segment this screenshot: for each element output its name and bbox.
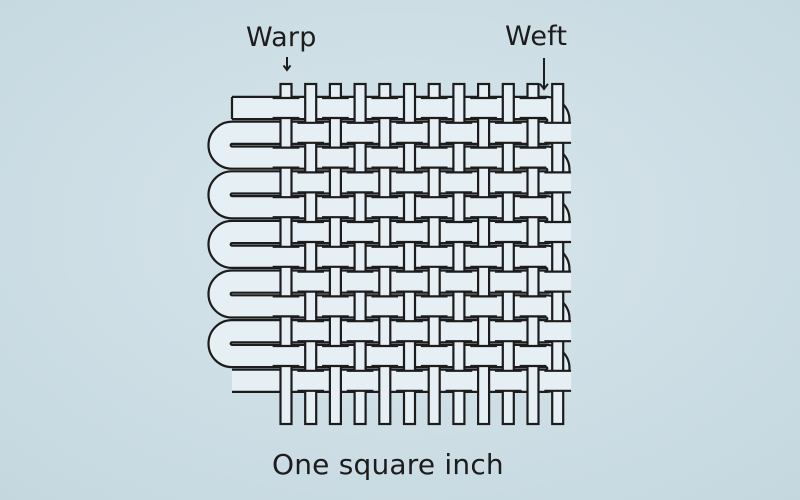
weft-over-segment bbox=[445, 271, 473, 292]
label-arrows bbox=[282, 57, 549, 91]
weft-over-segment bbox=[420, 346, 448, 366]
weft-over-segment bbox=[470, 197, 497, 218]
weft-over-segment bbox=[445, 370, 473, 391]
weft-over-segment bbox=[346, 222, 374, 242]
weft-over-segment bbox=[445, 222, 473, 242]
weft-over-segment bbox=[544, 122, 572, 143]
weft-over-segment bbox=[544, 172, 572, 193]
weft-over-segment bbox=[297, 271, 325, 292]
weft-over-segment bbox=[371, 147, 399, 168]
weft-over-segment bbox=[396, 370, 423, 391]
weft-over-segment bbox=[420, 147, 448, 168]
weft-over-segment bbox=[272, 147, 300, 168]
weft-over-segment bbox=[519, 296, 547, 317]
weft-over-segment bbox=[322, 98, 349, 118]
weft-thread bbox=[209, 98, 569, 391]
weft-over-segment bbox=[420, 296, 448, 317]
warp-thread bbox=[402, 82, 417, 426]
weft-over-segment bbox=[297, 122, 325, 143]
weft-over-segment bbox=[272, 346, 300, 366]
weft-over-segment bbox=[297, 321, 325, 342]
weft-over-segment bbox=[494, 222, 522, 242]
warp-label: Warp bbox=[246, 22, 317, 53]
weft-over-segment bbox=[322, 147, 349, 168]
weft-over-segment bbox=[371, 296, 399, 317]
weft-over-segment bbox=[519, 246, 547, 267]
weft-over-segment bbox=[272, 246, 300, 267]
weft-over-segment bbox=[346, 321, 374, 342]
weft-over-segment bbox=[470, 246, 497, 267]
weft-over-segment bbox=[494, 321, 522, 342]
weft-over-segment bbox=[297, 370, 325, 391]
weft-over-segment bbox=[272, 197, 300, 218]
weft-over-segment bbox=[470, 346, 497, 366]
weft-over-segment bbox=[445, 122, 473, 143]
weft-over-segment bbox=[544, 222, 572, 242]
weft-over-segment bbox=[470, 98, 497, 118]
weft-over-segment bbox=[396, 321, 423, 342]
weft-over-segment bbox=[519, 98, 547, 118]
caption: One square inch bbox=[272, 448, 504, 481]
weft-over-segment bbox=[470, 147, 497, 168]
weft-over-segment bbox=[494, 172, 522, 193]
warp-arrow-head bbox=[282, 64, 292, 72]
weft-over-segment bbox=[544, 321, 572, 342]
weft-over-segment bbox=[346, 271, 374, 292]
weft-over-segment bbox=[371, 197, 399, 218]
weft-over-segment bbox=[322, 246, 349, 267]
weft-over-segment bbox=[297, 222, 325, 242]
weft-over-segment bbox=[519, 197, 547, 218]
weft-over-segment bbox=[494, 122, 522, 143]
weft-over-segment bbox=[371, 346, 399, 366]
weft-over-segment bbox=[470, 296, 497, 317]
weft-over-segment bbox=[346, 370, 374, 391]
warp-thread bbox=[501, 82, 515, 426]
warp-thread bbox=[452, 82, 466, 426]
weft-over-segment bbox=[396, 172, 423, 193]
weft-over-segment bbox=[396, 122, 423, 143]
weft-over-segment bbox=[297, 172, 325, 193]
weft-over-segment bbox=[346, 172, 374, 193]
weft-over-segment bbox=[519, 147, 547, 168]
weft-over-segment bbox=[371, 246, 399, 267]
weft-over-segment bbox=[272, 98, 300, 118]
weft-over-segment bbox=[445, 321, 473, 342]
weft-over-segment bbox=[420, 197, 448, 218]
weft-over-segment bbox=[322, 346, 349, 366]
weft-over-segment bbox=[494, 271, 522, 292]
weft-over-segment bbox=[420, 246, 448, 267]
weft-label: Weft bbox=[505, 21, 568, 52]
weft-over-segment bbox=[322, 296, 349, 317]
weft-over-segment bbox=[445, 172, 473, 193]
weft-over-segment bbox=[322, 197, 349, 218]
weft-over-segment bbox=[544, 271, 572, 292]
weft-over-segment bbox=[346, 122, 374, 143]
weft-over-segments bbox=[272, 96, 572, 392]
warp-thread bbox=[551, 82, 565, 426]
weft-over-segment bbox=[396, 222, 423, 242]
weft-over-segment bbox=[272, 296, 300, 317]
weft-over-segment bbox=[494, 370, 522, 391]
weft-over-segment bbox=[396, 271, 423, 292]
weft-over-segment bbox=[371, 98, 399, 118]
weft-arrow-head bbox=[539, 83, 549, 91]
weft-over-segment bbox=[420, 98, 448, 118]
weft-over-segment bbox=[519, 346, 547, 366]
warp-thread bbox=[353, 82, 367, 426]
warp-thread bbox=[304, 82, 318, 426]
weft-over-segment bbox=[544, 370, 572, 391]
